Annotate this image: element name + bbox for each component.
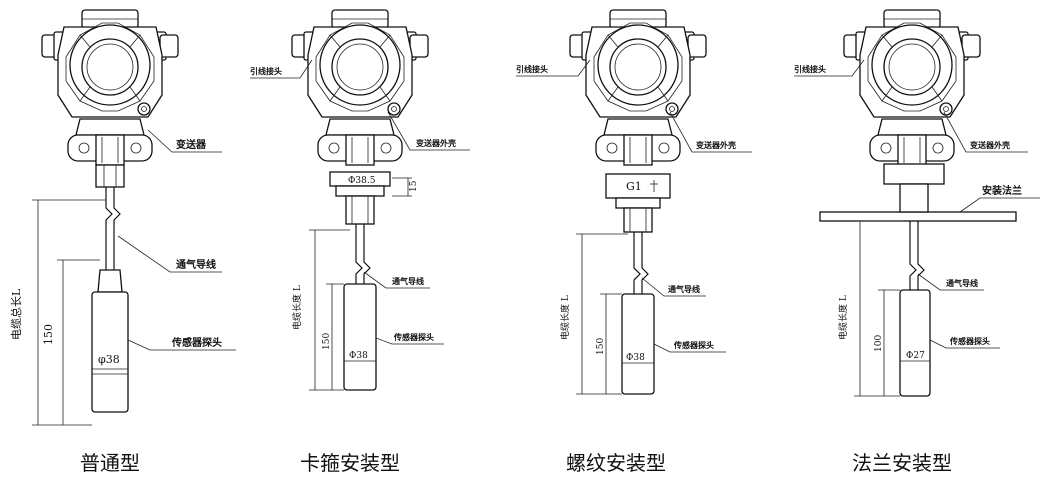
transmitter-head-icon [41,9,179,166]
dim-cable-length: 电缆长度 L [291,285,303,330]
transmitter-head-icon [291,9,429,166]
label-housing: 变送器外壳 [416,138,456,148]
label-flange: 安装法兰 [982,184,1022,197]
dim-diameter: Φ38 [626,353,645,363]
dim-15: 15 [409,180,419,192]
label-probe: 传感器探头 [673,340,714,350]
panel-standard: φ38 电缆总长L 150 变送器 通气导线 传感器探头 普通型 [9,9,236,475]
label-lead-joint: 引线接头 [250,66,282,76]
dim-diameter: Φ27 [906,351,925,361]
panel-clamp: Φ38.5 Φ38 电缆长度 L 150 15 引线接头 变送器外壳 通气导线 … [250,9,470,475]
caption-flange: 法兰安装型 [852,451,952,475]
label-vent-cable: 通气导线 [176,258,216,271]
dim-150: 150 [42,324,55,345]
dim-cable-length: 电缆总长L [9,288,23,340]
label-housing: 变送器外壳 [696,140,736,150]
label-probe: 传感器探头 [171,336,222,349]
label-lead-joint: 引线接头 [794,64,826,74]
dim-diameter: φ38 [98,353,120,366]
dim-cable-length: 电缆长度 L [837,295,849,340]
transmitter-head-icon [843,9,981,166]
label-transmitter: 变送器 [176,138,207,151]
transmitter-head-icon [569,9,707,166]
label-housing: 变送器外壳 [970,140,1010,150]
label-vent-cable: 通气导线 [946,278,978,288]
label-lead-joint: 引线接头 [516,64,548,74]
caption-clamp: 卡箍安装型 [300,451,400,475]
label-probe: 传感器探头 [393,332,434,342]
dim-150: 150 [322,333,332,350]
dim-cable-length: 电缆长度 L [559,295,571,340]
label-vent-cable: 通气导线 [392,276,424,286]
dim-diameter: Φ38 [349,351,368,361]
dim-150: 150 [596,338,606,355]
probe-body [91,291,129,413]
thread-label: G1 [626,180,642,193]
dim-100: 100 [874,335,884,352]
dim-clamp-diameter: Φ38.5 [348,176,376,186]
caption-standard: 普通型 [80,451,140,475]
flange-plate [819,211,1017,222]
label-probe: 传感器探头 [949,336,990,346]
panel-thread: G1 Φ38 电缆长度 L 150 引线接头 变送器外壳 通气导线 传感器探头 … [516,9,752,475]
panel-flange: Φ27 电缆长度 L 100 引线接头 变送器外壳 安装法兰 通气导线 传感器探… [794,9,1040,475]
label-vent-cable: 通气导线 [668,284,700,294]
caption-thread: 螺纹安装型 [566,451,666,475]
